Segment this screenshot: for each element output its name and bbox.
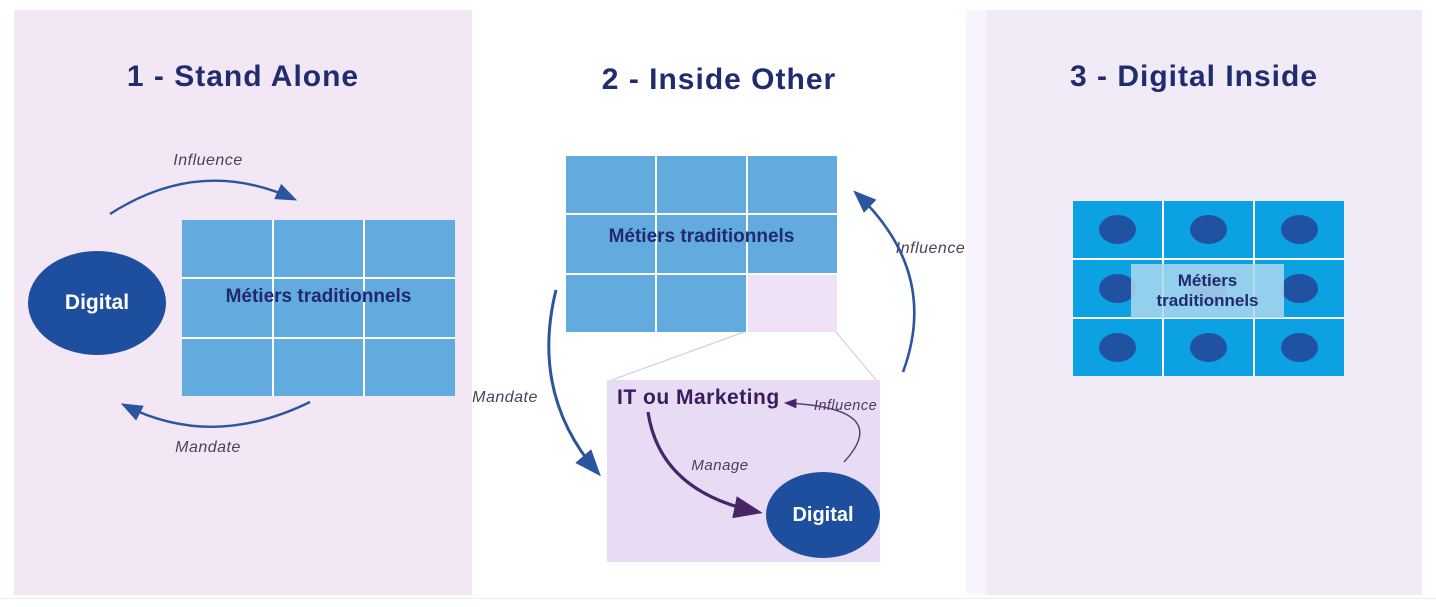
grid-cell: [1073, 319, 1162, 376]
panel2-digital-label: Digital: [792, 503, 854, 526]
panel2-influence-arrow: [853, 190, 916, 373]
panel3-metiers-overlay: Métiers traditionnels: [1131, 264, 1284, 318]
panel3-grid-label: Métiers traditionnels: [1156, 270, 1259, 310]
panel2-metiers-grid: [566, 156, 837, 332]
grid-cell: [182, 220, 272, 278]
panel2-influence-inner-label: Influence: [813, 398, 878, 414]
grid-cell: [365, 338, 455, 396]
panel1-grid-label: Métiers traditionnels: [225, 286, 412, 307]
grid-cell: [182, 338, 272, 396]
it-marketing-title: IT ou Marketing: [617, 386, 780, 409]
digital-dot-icon: [1281, 333, 1318, 362]
panel1-mandate-label: Mandate: [175, 439, 241, 456]
digital-dot-icon: [1281, 274, 1318, 303]
digital-highlight-cell: [748, 274, 837, 332]
panel-digital-inside-edge: [966, 10, 987, 594]
grid-cell: [273, 220, 364, 278]
grid-cell: [365, 220, 455, 278]
grid-cell: [748, 156, 837, 214]
grid-cell: [566, 156, 655, 214]
panel1-digital-ellipse: Digital: [28, 251, 166, 355]
panel2-influence-right-label: Influence: [895, 240, 966, 257]
panel2-mandate-label: Mandate: [472, 389, 538, 406]
grid-cell: [657, 274, 746, 332]
panel3-title: 3 - Digital Inside: [1069, 60, 1319, 93]
panel1-influence-label: Influence: [173, 152, 243, 169]
panel2-manage-label: Manage: [691, 457, 749, 474]
digital-dot-icon: [1099, 274, 1136, 303]
panel1-title: 1 - Stand Alone: [126, 60, 360, 93]
panel2-digital-ellipse: Digital: [766, 472, 880, 558]
panel1-digital-label: Digital: [64, 291, 130, 314]
grid-cell: [1255, 201, 1344, 258]
grid-cell: [182, 279, 272, 337]
grid-cell: [1255, 319, 1344, 376]
panel2-grid-label: Métiers traditionnels: [608, 226, 795, 247]
grid-cell: [1164, 319, 1253, 376]
grid-cell: [1073, 201, 1162, 258]
zoom-connector-line: [835, 331, 877, 381]
digital-dot-icon: [1099, 333, 1136, 362]
grid-cell: [365, 279, 455, 337]
grid-cell: [273, 279, 364, 337]
panel2-title: 2 - Inside Other: [601, 63, 837, 96]
grid-cell: [566, 215, 655, 273]
digital-dot-icon: [1190, 215, 1227, 244]
panel1-metiers-grid: [182, 220, 455, 396]
grid-cell: [273, 338, 364, 396]
grid-cell: [566, 274, 655, 332]
grid-cell: [1164, 201, 1253, 258]
digital-dot-icon: [1281, 215, 1318, 244]
zoom-connector-line: [611, 331, 745, 381]
grid-cell: [657, 215, 746, 273]
bottom-divider: [0, 598, 1436, 599]
grid-cell: [748, 215, 837, 273]
digital-dot-icon: [1099, 215, 1136, 244]
digital-dot-icon: [1190, 333, 1227, 362]
grid-cell: [657, 156, 746, 214]
